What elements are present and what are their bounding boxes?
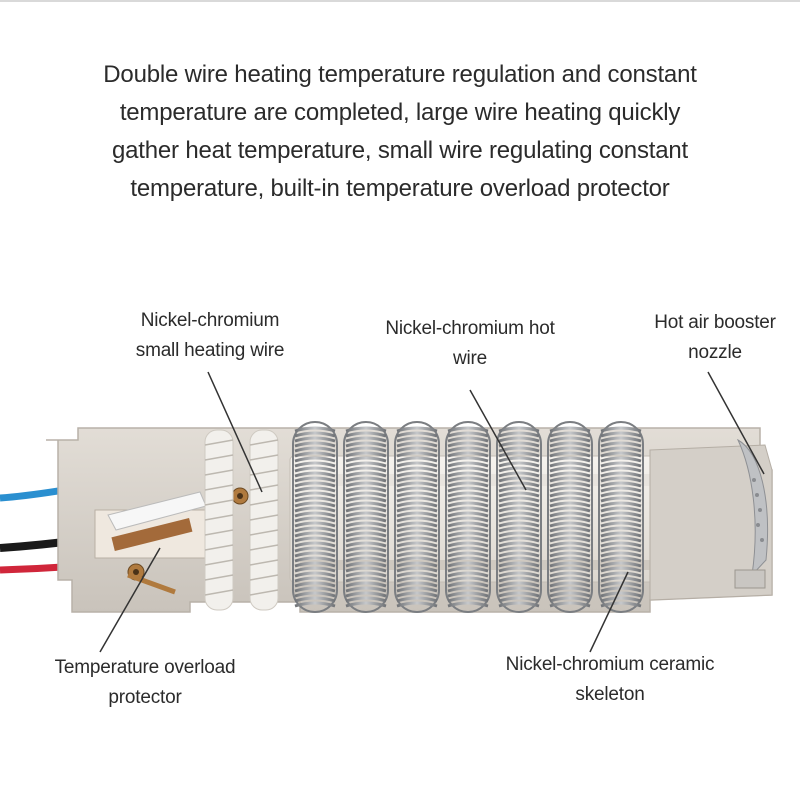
leader-skeleton <box>589 571 629 653</box>
label-protector-line-1: Temperature overload <box>54 657 236 678</box>
label-hot-wire-line-1: Nickel-chromium hot <box>385 318 555 339</box>
hot-wire-coil <box>292 421 338 613</box>
leader-lines <box>99 371 765 653</box>
label-small-wire-line-2: small heating wire <box>135 340 285 361</box>
label-small-wire-line-1: Nickel-chromium <box>140 310 280 331</box>
nozzle-tab <box>734 569 766 589</box>
hot-wire-coil <box>394 421 440 613</box>
label-skeleton-line-1: Nickel-chromium ceramic <box>505 654 715 675</box>
label-ceramic-skeleton: Nickel-chromium ceramic skeleton <box>460 650 760 710</box>
hot-wire-coil <box>547 421 593 613</box>
label-temperature-overload-protector: Temperature overload protector <box>20 653 270 713</box>
headline-line-4: temperature, built-in temperature overlo… <box>130 175 670 202</box>
small-heating-wire-coils <box>204 429 279 611</box>
hot-wire-coil <box>598 421 644 613</box>
label-hot-wire: Nickel-chromium hot wire <box>350 314 590 374</box>
headline-line-1: Double wire heating temperature regulati… <box>103 61 697 88</box>
nozzle-perforations <box>752 478 764 542</box>
hot-air-booster-nozzle <box>736 438 769 577</box>
label-hot-air-booster-nozzle: Hot air booster nozzle <box>625 308 800 368</box>
skeleton-shadow <box>300 560 650 570</box>
headline-line-2: temperature are completed, large wire he… <box>119 99 681 126</box>
temperature-overload-protector <box>94 487 249 595</box>
leader-small-wire <box>207 371 263 493</box>
label-nozzle-line-2: nozzle <box>688 342 742 363</box>
headline: Double wire heating temperature regulati… <box>40 56 760 208</box>
leader-protector <box>99 547 161 653</box>
hot-wire-coils <box>292 421 644 613</box>
headline-line-3: gather heat temperature, small wire regu… <box>112 137 688 164</box>
hot-wire-coil <box>445 421 491 613</box>
leader-hot-wire <box>469 389 527 491</box>
label-nozzle-line-1: Hot air booster <box>654 312 776 333</box>
leader-nozzle <box>707 371 765 475</box>
label-small-heating-wire: Nickel-chromium small heating wire <box>95 306 325 366</box>
label-protector-line-2: protector <box>108 687 182 708</box>
label-skeleton-line-2: skeleton <box>575 684 645 705</box>
hot-wire-coil <box>496 421 542 613</box>
label-hot-wire-line-2: wire <box>452 348 488 369</box>
top-rule <box>0 0 800 2</box>
hot-wire-coil <box>343 421 389 613</box>
